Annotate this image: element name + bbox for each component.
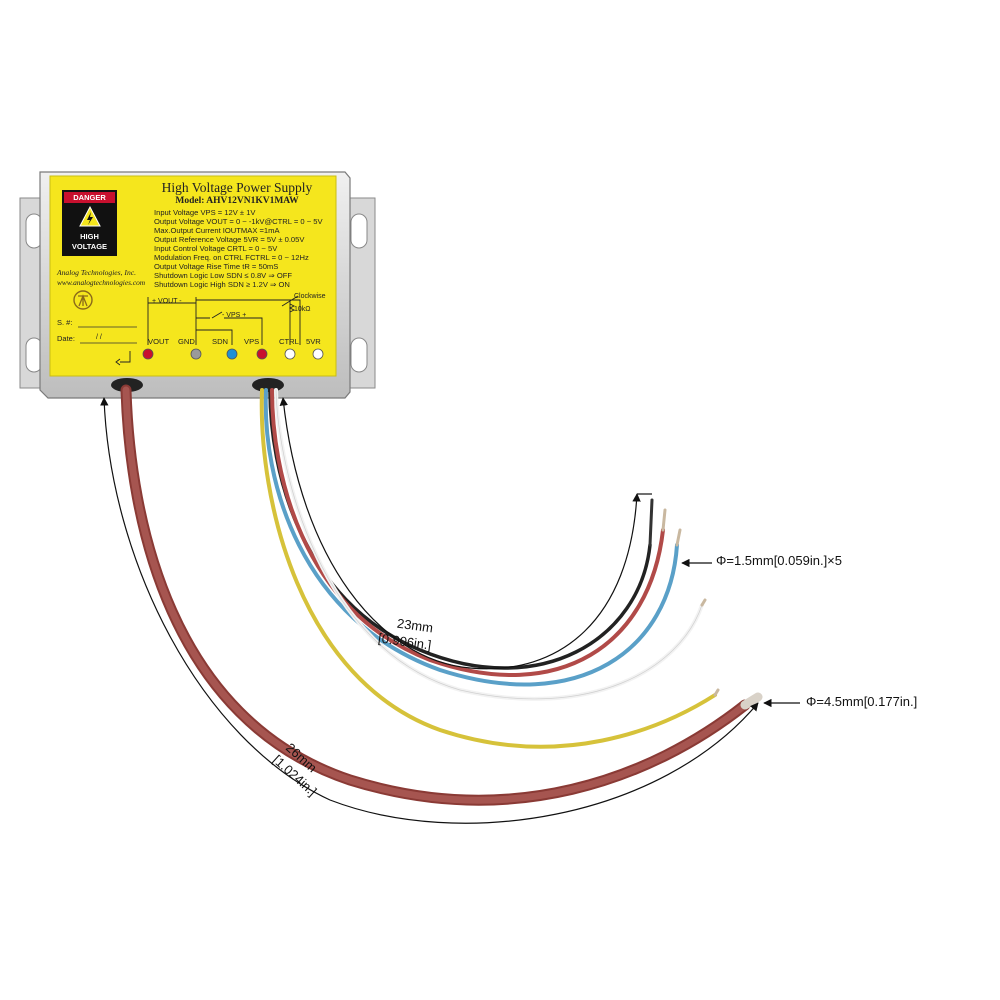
potentiometer-label: 10kΩ: [294, 306, 311, 313]
large-wire-diameter: Φ=4.5mm[0.177in.]: [806, 694, 918, 709]
danger-header: DANGER: [64, 192, 115, 203]
vps-label: - VPS +: [222, 312, 247, 319]
pin-label-vps: VPS: [244, 337, 260, 346]
model-number: Model: AHV12VN1KV1MAW: [175, 196, 299, 206]
terminal-dots: [142, 348, 324, 360]
company-logo: [73, 290, 93, 310]
company-name: Analog Technologies, Inc.: [57, 268, 137, 277]
thin-wires: [259, 388, 720, 749]
spec-line: Shutdown Logic High SDN ≥ 1.2V ⇒ ON: [154, 280, 290, 289]
terminal-schematic: [115, 295, 301, 366]
dimension-23mm: [279, 397, 652, 670]
date-slashes: / /: [96, 334, 102, 341]
dimension-26mm: [100, 397, 759, 824]
high-voltage-text: HIGH: [80, 232, 99, 241]
spec-line: Input Control Voltage CRTL = 0 ~ 5V: [154, 244, 278, 253]
small-wire-diameter: Φ=1.5mm[0.059in.]×5: [716, 553, 843, 568]
pin-label-gnd: GND: [178, 337, 195, 346]
pin-label-sdn: SDN: [212, 337, 229, 346]
company-website: www.analogtechnologies.com: [57, 278, 146, 287]
product-title: High Voltage Power Supply: [161, 180, 313, 195]
spec-line: Output Voltage Rise Time tR = 50mS: [154, 262, 279, 271]
vout-label: + VOUT -: [152, 298, 182, 305]
thick-cable: [120, 384, 763, 806]
spec-line: Input Voltage VPS = 12V ± 1V: [154, 208, 256, 217]
spec-line: Output Voltage VOUT = 0 ~ -1kV@CTRL = 0 …: [154, 217, 323, 226]
grommet-right: [252, 378, 284, 392]
lightning-warning-icon: [79, 206, 101, 227]
serial-number-label: S. #:: [57, 318, 73, 327]
pin-label-vout: VOUT: [148, 337, 170, 346]
spec-line: Output Reference Voltage 5VR = 5V ± 0.05…: [154, 235, 305, 244]
pin-label-5vr: 5VR: [306, 337, 321, 346]
spec-line: Modulation Freq. on CTRL FCTRL = 0 ~ 12H…: [154, 253, 309, 262]
spec-line: Max.Output Current IOUTMAX =1mA: [154, 226, 280, 235]
spec-line: Shutdown Logic Low SDN ≤ 0.8V ⇒ OFF: [154, 271, 292, 280]
date-label: Date:: [57, 334, 75, 343]
high-voltage-text: VOLTAGE: [71, 242, 108, 251]
clockwise-label: Clockwise: [294, 293, 326, 300]
pin-label-ctrl: CTRL: [279, 337, 299, 346]
